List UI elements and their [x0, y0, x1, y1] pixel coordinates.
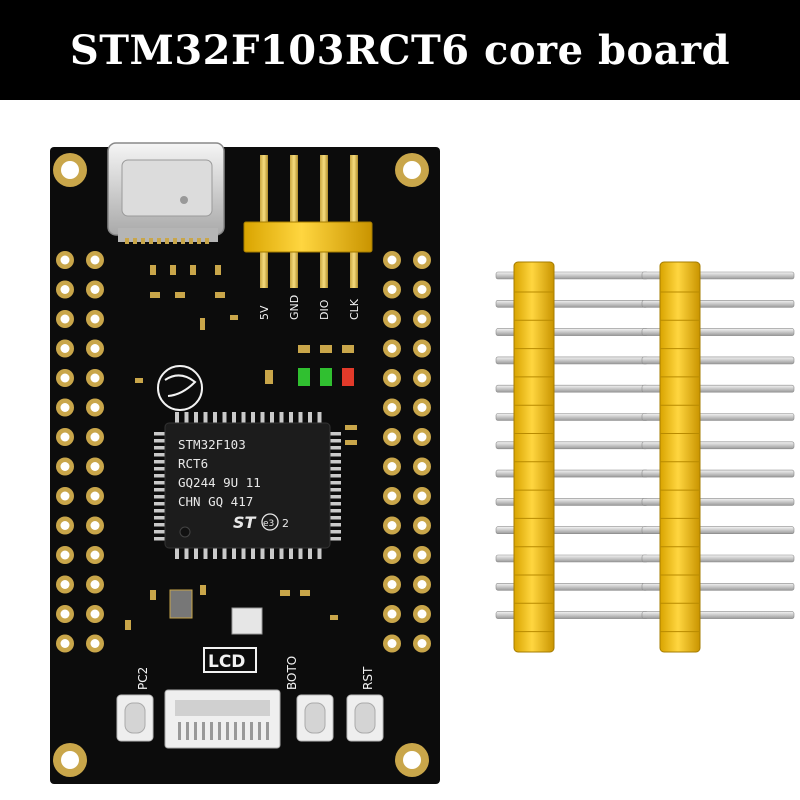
pin-hole: [90, 344, 100, 353]
pin-hole: [90, 580, 100, 589]
chip-line-3: GQ244 9U 11: [178, 475, 261, 490]
pin-hole: [90, 521, 100, 530]
pin-hole: [60, 403, 70, 412]
led-green-1: [298, 368, 310, 386]
pin-hole: [417, 609, 427, 619]
pin-hole: [60, 314, 70, 324]
label-boto: BOTO: [285, 656, 299, 690]
pin-hole: [387, 314, 397, 324]
title-banner: STM32F103RCT6 core board: [0, 0, 800, 100]
pin-hole: [387, 255, 397, 265]
chip-line-2: RCT6: [178, 456, 208, 471]
chip-mark-suffix: 2: [282, 517, 289, 530]
label-5v: 5V: [258, 305, 271, 320]
pin-hole: [387, 609, 397, 619]
pin-hole: [90, 403, 100, 412]
pin-hole: [90, 314, 100, 324]
pin-hole: [90, 373, 100, 383]
pin-hole: [387, 285, 397, 294]
pin-hole: [387, 521, 397, 530]
pin-hole: [387, 550, 397, 560]
st-logo: ST: [233, 513, 257, 532]
pin-hole: [90, 550, 100, 560]
pin-hole: [90, 491, 100, 501]
mounting-holes: [53, 153, 429, 777]
led-red: [342, 368, 354, 386]
pin-hole: [60, 432, 70, 442]
pin-hole: [387, 344, 397, 353]
pin-hole: [417, 373, 427, 383]
chip-line-1: STM32F103: [178, 437, 246, 452]
pin-hole: [417, 255, 427, 265]
pin-hole: [417, 432, 427, 442]
pin-hole: [417, 491, 427, 501]
pin-hole: [60, 639, 70, 648]
mcu-chip: STM32F103 RCT6 GQ244 9U 11 CHN GQ 417 ST…: [154, 412, 341, 559]
pin-hole: [60, 580, 70, 589]
lcd-logo-text: LCD: [208, 652, 245, 672]
pin-header-strip-2: [641, 261, 795, 653]
pin-hole: [60, 285, 70, 294]
pin-hole: [60, 491, 70, 501]
pin-hole: [60, 373, 70, 383]
label-dio: DIO: [318, 299, 331, 320]
pin-hole: [417, 344, 427, 353]
pin-hole: [387, 491, 397, 501]
pin-hole: [387, 639, 397, 648]
board-logo: [157, 365, 203, 411]
smd-components: [125, 265, 357, 630]
button-boot0: [296, 694, 334, 742]
label-clk: CLK: [348, 298, 361, 320]
pin-hole: [90, 462, 100, 471]
header-labels: 5V GND DIO CLK: [258, 295, 361, 320]
button-pc2: [116, 694, 154, 742]
pin-hole: [387, 403, 397, 412]
pin-hole: [60, 609, 70, 619]
core-board: 5V GND DIO CLK: [50, 142, 440, 784]
pin-hole: [60, 255, 70, 265]
pin-hole: [417, 403, 427, 412]
label-rst: RST: [361, 666, 375, 690]
pin-hole: [417, 550, 427, 560]
pin-hole: [387, 580, 397, 589]
lcd-logo: LCD: [203, 647, 257, 673]
pin-hole: [387, 373, 397, 383]
pin-hole: [417, 639, 427, 648]
right-pin-pads: [383, 251, 431, 653]
pin-hole: [417, 285, 427, 294]
pin-hole: [417, 521, 427, 530]
plastic-spacer: [513, 261, 555, 653]
pin-hole: [417, 580, 427, 589]
pin-hole: [60, 550, 70, 560]
swd-header: [243, 155, 373, 288]
small-ics: [169, 589, 263, 635]
fpc-connector: [164, 689, 281, 749]
pin-hole: [60, 521, 70, 530]
pin-header-strip-1: [495, 261, 649, 653]
title-text: STM32F103RCT6 core board: [69, 26, 731, 74]
label-pc2: PC2: [136, 667, 150, 690]
pin-hole: [417, 462, 427, 471]
chip-line-4: CHN GQ 417: [178, 494, 253, 509]
button-rst: [346, 694, 384, 742]
pin-hole: [90, 432, 100, 442]
pin-hole: [60, 344, 70, 353]
usb-c-connector: [107, 142, 225, 244]
plastic-spacer: [659, 261, 701, 653]
pin-hole: [90, 255, 100, 265]
pin-hole: [387, 432, 397, 442]
pin-hole: [417, 314, 427, 324]
pin-hole: [387, 462, 397, 471]
left-pin-pads: [56, 251, 104, 653]
pin-hole: [90, 609, 100, 619]
led-green-2: [320, 368, 332, 386]
chip-mark: e3: [263, 519, 274, 529]
pin-hole: [90, 639, 100, 648]
label-gnd: GND: [288, 295, 301, 320]
status-leds: [298, 345, 354, 386]
pin-hole: [90, 285, 100, 294]
pin-hole: [60, 462, 70, 471]
